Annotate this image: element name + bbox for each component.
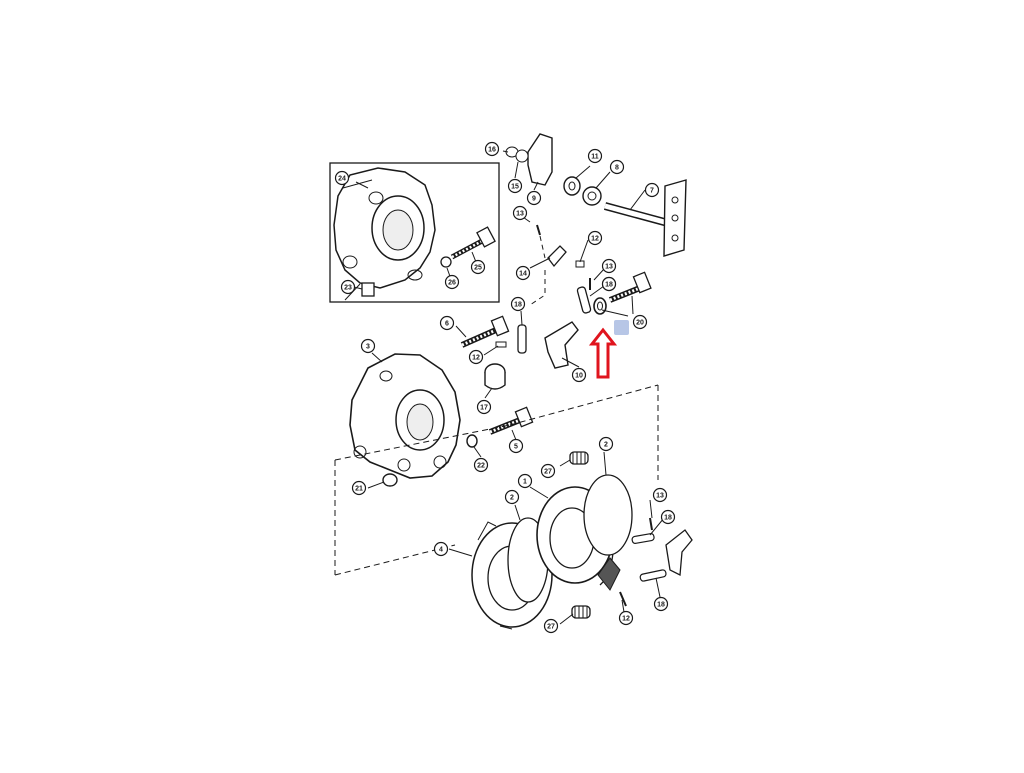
callout-11: 11 bbox=[587, 148, 603, 164]
bolt-5 bbox=[488, 406, 534, 435]
callout-18: 18 bbox=[601, 276, 617, 292]
callout-18: 18 bbox=[660, 509, 676, 525]
callout-24: 24 bbox=[334, 170, 350, 186]
callout-label: 17 bbox=[480, 405, 488, 412]
callout-9: 9 bbox=[526, 190, 542, 206]
callout-label: 12 bbox=[622, 616, 630, 623]
callout-23: 23 bbox=[340, 279, 356, 295]
callout-label: 2 bbox=[510, 495, 514, 502]
callout-14: 14 bbox=[515, 265, 531, 281]
callout-label: 12 bbox=[591, 236, 599, 243]
callout-labels: 1223456789101112121213131314151616171818… bbox=[334, 141, 676, 634]
callout-6: 6 bbox=[439, 315, 455, 331]
callout-label: 18 bbox=[605, 282, 613, 289]
callout-18: 18 bbox=[653, 596, 669, 612]
callout-27: 27 bbox=[543, 618, 559, 634]
callout-label: 8 bbox=[615, 165, 619, 172]
callout-label: 3 bbox=[366, 344, 370, 351]
callout-label: 18 bbox=[664, 515, 672, 522]
inset-box bbox=[329, 162, 500, 303]
callout-25: 25 bbox=[470, 259, 486, 275]
callout-13: 13 bbox=[512, 205, 528, 221]
callout-label: 27 bbox=[547, 624, 555, 631]
callout-label: 6 bbox=[445, 321, 449, 328]
callout-label: 1 bbox=[523, 479, 527, 486]
callout-12: 12 bbox=[468, 349, 484, 365]
callout-2: 2 bbox=[598, 436, 614, 452]
callout-label: 2 bbox=[604, 442, 608, 449]
callout-22: 22 bbox=[473, 457, 489, 473]
callout-label: 24 bbox=[338, 176, 346, 183]
callout-label: 25 bbox=[474, 265, 482, 272]
callout-label: 26 bbox=[448, 280, 456, 287]
callout-13: 13 bbox=[601, 258, 617, 274]
callout-21: 21 bbox=[351, 480, 367, 496]
callout-label: 7 bbox=[650, 188, 654, 195]
callout-label: 27 bbox=[544, 469, 552, 476]
leader-lines bbox=[353, 150, 665, 625]
highlight-marker bbox=[614, 320, 629, 335]
up-arrow-icon bbox=[588, 327, 618, 379]
brake-housing bbox=[349, 353, 461, 479]
callout-label: 14 bbox=[519, 271, 527, 278]
callout-26: 26 bbox=[444, 274, 460, 290]
callout-label: 4 bbox=[439, 547, 443, 554]
callout-2: 2 bbox=[504, 489, 520, 505]
callout-10: 10 bbox=[571, 367, 587, 383]
callout-20: 20 bbox=[632, 314, 648, 330]
callout-label: 23 bbox=[344, 285, 352, 292]
callout-label: 13 bbox=[605, 264, 613, 271]
callout-label: 9 bbox=[532, 196, 536, 203]
bolt-20 bbox=[608, 271, 652, 303]
shaft-7 bbox=[603, 179, 687, 257]
callout-17: 17 bbox=[476, 399, 492, 415]
callout-label: 20 bbox=[636, 320, 644, 327]
callout-27: 27 bbox=[540, 463, 556, 479]
callout-16: 16 bbox=[484, 141, 500, 157]
callout-label: 16 bbox=[488, 147, 496, 154]
callout-label: 12 bbox=[472, 355, 480, 362]
callout-12: 12 bbox=[587, 230, 603, 246]
callout-label: 13 bbox=[656, 493, 664, 500]
callout-1: 1 bbox=[517, 473, 533, 489]
callout-label: 11 bbox=[591, 154, 599, 161]
callout-label: 18 bbox=[514, 302, 522, 309]
callout-15: 15 bbox=[507, 178, 523, 194]
spring-27-bottom bbox=[571, 605, 591, 619]
callout-4: 4 bbox=[433, 541, 449, 557]
callout-label: 10 bbox=[575, 373, 583, 380]
callout-label: 18 bbox=[657, 602, 665, 609]
callout-label: 15 bbox=[511, 184, 519, 191]
callout-7: 7 bbox=[644, 182, 660, 198]
callout-8: 8 bbox=[609, 159, 625, 175]
callout-label: 5 bbox=[514, 444, 518, 451]
callout-label: 13 bbox=[516, 211, 524, 218]
callout-label: 22 bbox=[477, 463, 485, 470]
spring-27-top bbox=[569, 451, 589, 465]
callout-12: 12 bbox=[618, 610, 634, 626]
callout-5: 5 bbox=[508, 438, 524, 454]
callout-18: 18 bbox=[510, 296, 526, 312]
callout-13: 13 bbox=[652, 487, 668, 503]
callout-label: 21 bbox=[355, 486, 363, 493]
bolt-6 bbox=[460, 315, 510, 348]
callout-3: 3 bbox=[360, 338, 376, 354]
